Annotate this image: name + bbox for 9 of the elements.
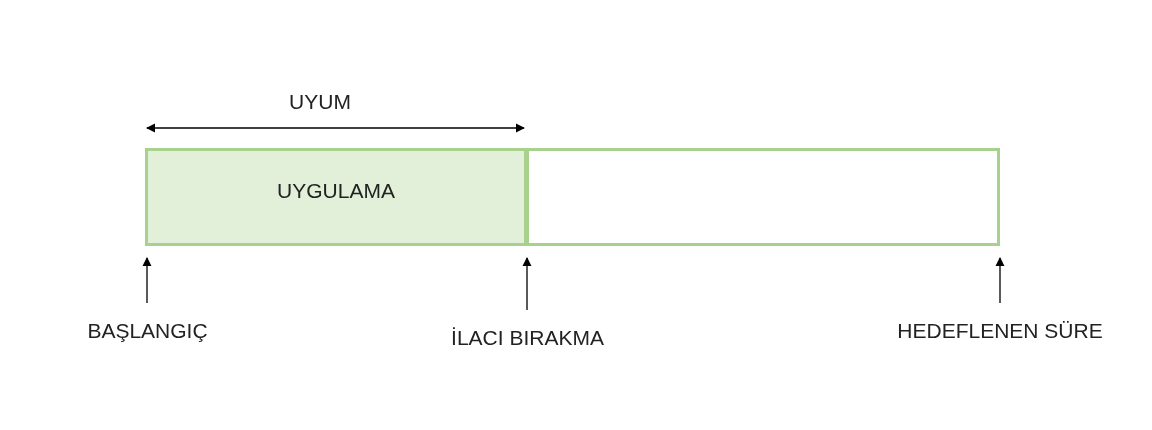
bar-segment [526, 148, 1000, 246]
timeline-label: BAŞLANGIÇ [60, 315, 235, 347]
arrow [142, 257, 152, 304]
timeline-label: İLACI BIRAKMA [415, 322, 640, 354]
arrow [522, 257, 532, 311]
arrow [995, 257, 1005, 304]
dimension-label: UYUM [288, 89, 352, 115]
bar-segment: UYGULAMA [145, 148, 527, 246]
timeline-label: HEDEFLENEN SÜRE [870, 315, 1130, 347]
